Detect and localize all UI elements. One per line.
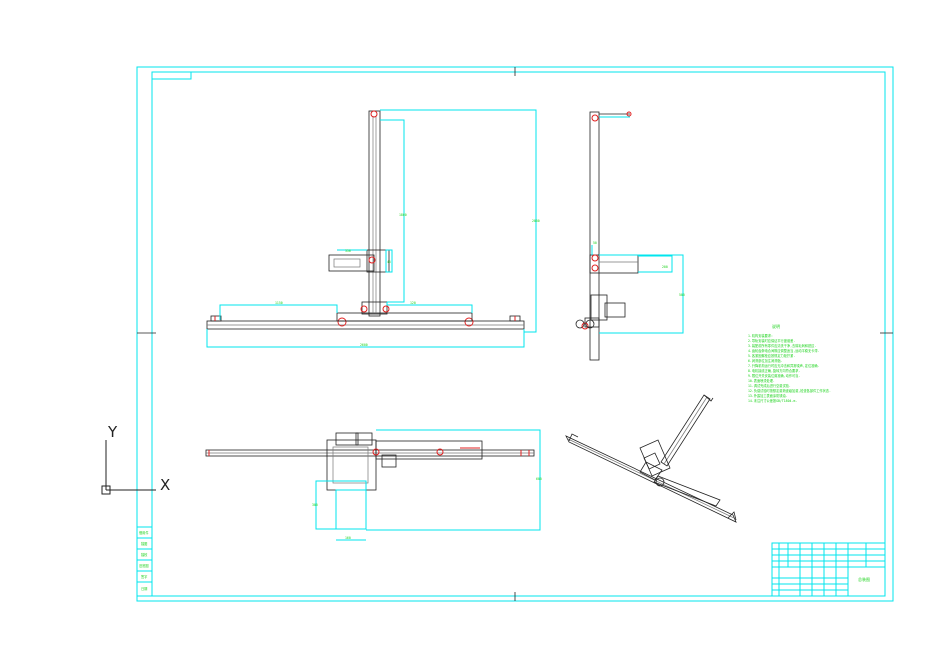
svg-text:350: 350 bbox=[345, 249, 351, 253]
notes-line: 14.未注尺寸公差按GB/T1804-m. bbox=[748, 398, 797, 403]
notes-line: 12.负载试验时按额定载荷逐级加载,检查各部件工作状态. bbox=[748, 388, 831, 393]
notes-line: 7.升降机构运行时应无冲击和异常噪声,定位准确. bbox=[748, 363, 820, 368]
svg-text:2000: 2000 bbox=[532, 219, 540, 223]
svg-text:1150: 1150 bbox=[275, 301, 283, 305]
left-table-cell: 签字 bbox=[141, 574, 147, 579]
top-view: 600 300 160 bbox=[205, 429, 542, 541]
ucs-x-label: X bbox=[160, 476, 170, 494]
notes-line: 5.各紧固螺栓应按规定力矩拧紧. bbox=[748, 353, 795, 358]
isometric-view bbox=[565, 394, 737, 523]
technical-notes: 说明 1.机构安装要求: 2.导轨安装时应保证平行度误差. 3.装配前所有零件应… bbox=[748, 323, 831, 403]
drawing-name: 总装图 bbox=[858, 576, 870, 582]
notes-line: 4.齿轮齿条啮合间隙应调整适当,运动平稳无卡滞. bbox=[748, 348, 820, 353]
notes-line: 10.表面喷漆处理. bbox=[748, 378, 775, 383]
svg-text:300: 300 bbox=[312, 503, 318, 507]
left-table-cell: 旧底图 bbox=[139, 563, 149, 568]
notes-line: 8.电机接线正确,旋转方向符合要求. bbox=[748, 368, 800, 373]
left-table-cell: 描校 bbox=[141, 552, 148, 557]
title-block: 总装图 bbox=[771, 542, 886, 597]
notes-line: 13.外露加工表面涂防锈油. bbox=[748, 393, 788, 398]
notes-line: 6.润滑部位加注润滑脂. bbox=[748, 358, 783, 363]
left-revision-table: 借用件 描图 描校 旧底图 签字 日期 bbox=[136, 526, 153, 597]
svg-text:160: 160 bbox=[345, 536, 351, 540]
notes-line: 2.导轨安装时应保证平行度误差. bbox=[748, 338, 795, 343]
notes-line: 3.装配前所有零件应清洗干净,去除毛刺和锐边. bbox=[748, 343, 816, 348]
notes-line: 11.调试完成后进行空载试验. bbox=[748, 383, 791, 388]
svg-text:50: 50 bbox=[593, 241, 597, 245]
side-view: 500 200 50 bbox=[575, 111, 685, 361]
notes-line: 1.机构安装要求: bbox=[748, 333, 773, 338]
svg-text:45: 45 bbox=[387, 260, 391, 264]
ucs-y-label: Y bbox=[107, 423, 118, 441]
left-table-cell: 借用件 bbox=[139, 530, 149, 535]
notes-title: 说明 bbox=[772, 323, 780, 329]
svg-text:120: 120 bbox=[410, 301, 416, 305]
ucs-axis-icon: Y X bbox=[101, 423, 170, 495]
drawing-frame bbox=[136, 66, 894, 602]
left-table-cell: 日期 bbox=[141, 586, 147, 591]
svg-text:2600: 2600 bbox=[360, 343, 368, 347]
left-table-cell: 描图 bbox=[141, 541, 147, 546]
notes-line: 9.限位开关安装位置准确,动作可靠. bbox=[748, 373, 800, 378]
svg-text:1800: 1800 bbox=[399, 213, 407, 217]
front-view: 2000 1800 1150 2600 350 45 120 bbox=[206, 109, 540, 348]
svg-text:600: 600 bbox=[536, 477, 542, 481]
svg-text:500: 500 bbox=[679, 293, 685, 297]
svg-text:200: 200 bbox=[662, 265, 668, 269]
